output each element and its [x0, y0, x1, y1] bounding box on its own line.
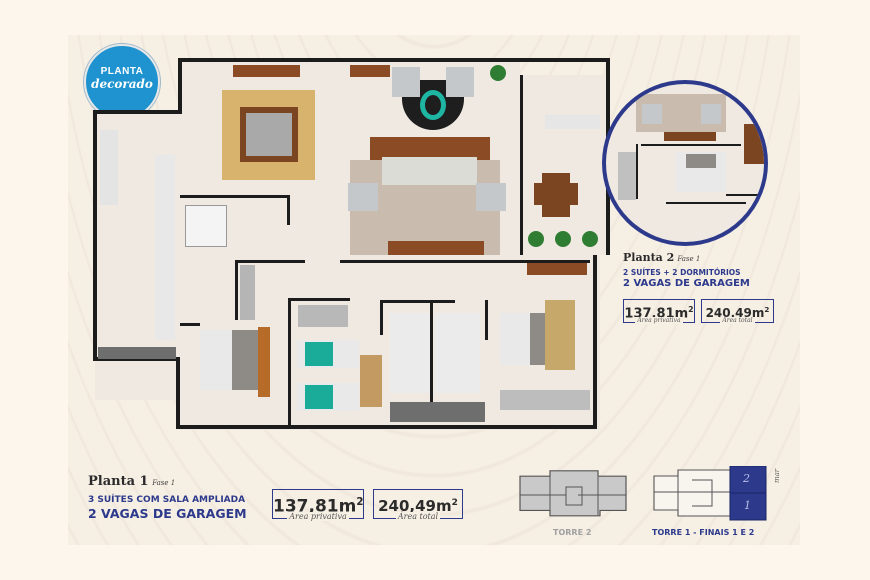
- torre2-key-plan: [516, 469, 628, 519]
- planta1-parking: 2 VAGAS DE GARAGEM: [88, 506, 247, 521]
- planta1-private-area-box: 137,81m2 Área privativa: [272, 489, 364, 521]
- torre2-building-outline-icon: [519, 470, 627, 517]
- planta1-total-area-box: 240,49m2 Área total: [373, 489, 463, 521]
- planta2-phase: Fase 1: [677, 255, 701, 263]
- planta1-private-area-value: 137,81m: [273, 496, 357, 517]
- planta1-phase: Fase 1: [152, 479, 176, 487]
- planta2-total-area-caption: Área total: [720, 317, 755, 324]
- planta1-description: 3 SUÍTES COM SALA AMPLIADA: [88, 495, 246, 505]
- planta1-info: Planta 1 Fase 1 3 SUÍTES COM SALA AMPLIA…: [88, 474, 247, 522]
- badge-line1: PLANTA: [100, 66, 144, 77]
- planta2-magnifier-detail: [602, 80, 768, 246]
- planta1-total-area-value: 240,49m: [378, 497, 452, 515]
- sea-direction-label: mar: [773, 468, 781, 483]
- planta2-parking: 2 VAGAS DE GARAGEM: [623, 278, 750, 289]
- unit-1-label: 1: [744, 499, 751, 512]
- planta2-private-area-caption: Área privativa: [635, 317, 683, 324]
- planta2-title: Planta 2: [623, 251, 675, 264]
- planta2-info: Planta 2 Fase 1 2 SUÍTES + 2 DORMITÓRIOS…: [623, 251, 750, 289]
- planta2-description: 2 SUÍTES + 2 DORMITÓRIOS: [623, 268, 741, 277]
- floor-plan-illustration: [90, 55, 610, 430]
- planta1-total-area-caption: Área total: [395, 512, 441, 521]
- torre1-key-plan: 2 1: [652, 465, 770, 522]
- torre1-building-outline-icon: [653, 465, 767, 521]
- planta1-title: Planta 1: [88, 474, 149, 489]
- torre2-label: TORRE 2: [553, 528, 592, 537]
- torre1-label: TORRE 1 - FINAIS 1 E 2: [652, 528, 755, 537]
- badge-line2: decorado: [91, 77, 153, 91]
- planta2-total-area-value: 240,49m: [705, 306, 765, 320]
- planta2-total-area-box: 240,49m2 Área total: [701, 299, 774, 324]
- planta1-private-area-caption: Área privativa: [287, 512, 349, 521]
- planta2-private-area-box: 137,81m2 Área privativa: [623, 299, 695, 324]
- unit-2-label: 2: [743, 472, 750, 485]
